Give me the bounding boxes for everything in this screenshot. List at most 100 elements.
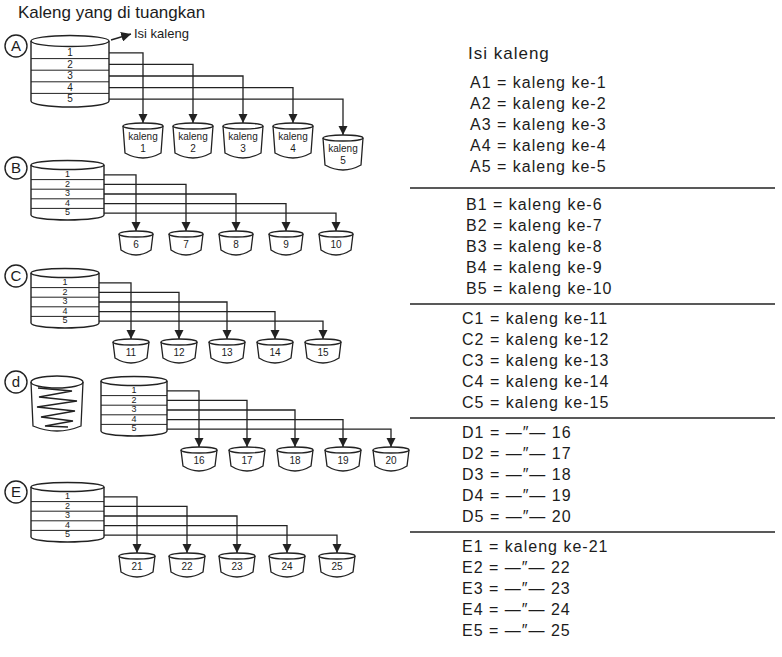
list-row: E1 = kaleng ke-21 <box>462 538 608 556</box>
level-number: 1 <box>30 492 105 502</box>
level-number: 4 <box>100 415 168 425</box>
can-label: 20 <box>375 455 407 467</box>
list-row: E4 = —″— 24 <box>462 601 571 619</box>
level-number: 5 <box>30 208 105 218</box>
can-label: 24 <box>271 561 303 573</box>
can-label: 8 <box>221 239 251 251</box>
target-can: 6 <box>118 230 154 258</box>
level-number: 3 <box>30 511 105 521</box>
list-row: D3 = —″— 18 <box>462 466 572 484</box>
level-number: 3 <box>100 405 168 415</box>
target-can: 24 <box>268 552 306 580</box>
list-row: C4 = kaleng ke-14 <box>462 373 609 391</box>
target-can: 12 <box>160 338 198 366</box>
pour-arrow <box>167 429 391 447</box>
group-letter: d <box>4 370 28 394</box>
list-row: B2 = kaleng ke-7 <box>466 217 603 235</box>
list-row: D5 = —″— 20 <box>462 508 572 526</box>
level-number: 1 <box>100 386 168 396</box>
pour-arrow <box>99 302 227 339</box>
group-letter-circle: C <box>4 264 28 288</box>
pour-arrow <box>104 213 336 231</box>
target-can: kaleng 5 <box>322 134 364 173</box>
level-number: 5 <box>100 424 168 434</box>
target-can: 22 <box>168 552 206 580</box>
target-can: 9 <box>268 230 304 258</box>
pour-arrow <box>99 292 179 339</box>
pour-arrow <box>104 526 287 553</box>
can-label: 17 <box>231 455 263 467</box>
pour-arrow <box>104 506 187 553</box>
level-number: 3 <box>30 189 105 199</box>
target-can: kaleng 4 <box>272 122 314 161</box>
pointer-label: Isi kaleng <box>134 26 189 41</box>
level-number: 4 <box>30 199 105 209</box>
target-can: 25 <box>318 552 356 580</box>
list-row: A5 = kaleng ke-5 <box>470 158 607 176</box>
pour-arrow <box>109 88 293 123</box>
target-can: 23 <box>218 552 256 580</box>
can-label: 10 <box>321 239 351 251</box>
pour-arrow <box>104 175 136 231</box>
list-row: D2 = —″— 17 <box>462 445 572 463</box>
can-label: 18 <box>279 455 311 467</box>
list-row: A1 = kaleng ke-1 <box>470 74 607 92</box>
target-can: kaleng 3 <box>222 122 264 161</box>
can-label: kaleng 3 <box>225 131 261 154</box>
pour-arrow <box>99 312 275 339</box>
can-label: 7 <box>171 239 201 251</box>
group-letter-circle: d <box>4 370 28 394</box>
pour-arrow <box>167 410 295 447</box>
can-label: 6 <box>121 239 151 251</box>
can-label: kaleng 1 <box>125 131 161 154</box>
group-letter: B <box>4 156 28 180</box>
target-can: kaleng 2 <box>172 122 214 161</box>
source-container: 12345 <box>30 482 105 542</box>
list-row: C2 = kaleng ke-12 <box>462 331 609 349</box>
level-number: 4 <box>30 307 100 317</box>
pour-arrow <box>104 535 337 553</box>
separator-line <box>410 187 775 188</box>
list-row: B5 = kaleng ke-10 <box>466 280 612 298</box>
target-can: 20 <box>372 446 410 474</box>
level-number: 4 <box>30 521 105 531</box>
target-can: 11 <box>112 338 150 366</box>
target-can: 13 <box>208 338 246 366</box>
source-container: 12345 <box>30 35 110 107</box>
list-row: C3 = kaleng ke-13 <box>462 352 609 370</box>
title-text: Kaleng yang di tuangkan <box>18 3 205 23</box>
pointer-arrow <box>111 34 131 40</box>
can-label: 22 <box>171 561 203 573</box>
pour-arrow <box>104 204 286 231</box>
target-can: 19 <box>324 446 362 474</box>
group-letter-circle: B <box>4 156 28 180</box>
level-number: 1 <box>30 170 105 180</box>
level-number: 2 <box>30 502 105 512</box>
group-letter-circle: A <box>4 34 28 58</box>
can-label: 16 <box>183 455 215 467</box>
target-can: 17 <box>228 446 266 474</box>
can-label: kaleng 4 <box>275 131 311 154</box>
level-number: 1 <box>30 278 100 288</box>
can-label: 15 <box>307 347 339 359</box>
level-number: 5 <box>30 316 100 326</box>
level-number: 2 <box>30 59 110 71</box>
group-letter: A <box>4 34 28 58</box>
level-number: 4 <box>30 82 110 94</box>
list-heading: Isi kaleng <box>468 44 550 64</box>
can-label: 23 <box>221 561 253 573</box>
level-number: 3 <box>30 297 100 307</box>
can-label: 14 <box>259 347 291 359</box>
level-number: 3 <box>30 70 110 82</box>
pour-arrow <box>104 194 236 231</box>
source-container: 12345 <box>30 268 100 328</box>
level-number: 1 <box>30 47 110 59</box>
list-row: B3 = kaleng ke-8 <box>466 238 603 256</box>
can-label: 12 <box>163 347 195 359</box>
group-letter-circle: E <box>4 480 28 504</box>
pour-arrow <box>167 420 343 447</box>
target-can: 10 <box>318 230 354 258</box>
list-row: A4 = kaleng ke-4 <box>470 137 607 155</box>
